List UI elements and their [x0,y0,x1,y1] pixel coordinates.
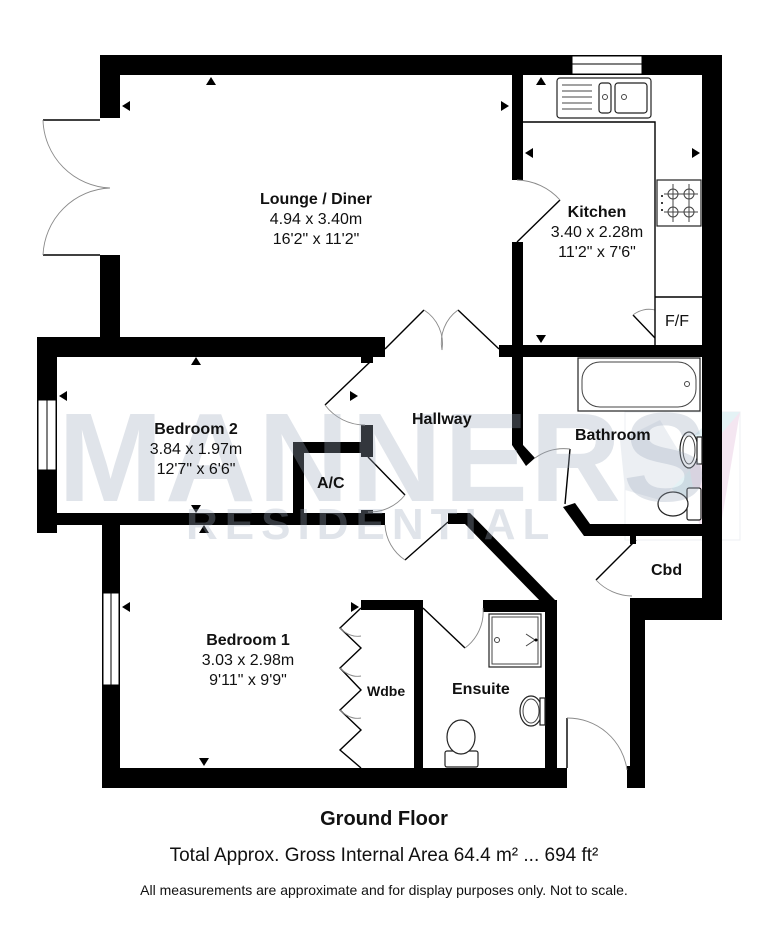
room-metric: 3.03 x 2.98m [201,652,295,669]
room-imperial: 16'2" x 11'2" [272,231,360,248]
disclaimer: All measurements are approximate and for… [140,882,628,898]
walls [37,55,722,788]
room-imperial: 9'11" x 9'9" [209,672,287,689]
shower-icon [488,613,542,668]
fridge-freezer-label: F/F [665,313,689,330]
ensuite-basin-icon [519,695,546,727]
bathroom-toilet-icon [657,487,702,521]
room-ensuite: Ensuite [452,681,510,698]
room-metric: 3.40 x 2.28m [550,224,644,241]
room-imperial: 12'7" x 6'6" [156,461,236,478]
floor-title: Ground Floor [320,808,448,830]
room-cbd: Cbd [651,562,683,579]
room-name: Kitchen [567,204,627,221]
wardrobe-label: Wdbe [367,683,406,699]
bathtub-icon [577,357,701,412]
doors [42,119,656,771]
room-hallway: Hallway [412,411,472,428]
floorplan [37,55,741,788]
bathroom-basin-icon [679,431,703,469]
hob-icon [656,179,702,227]
room-imperial: 11'2" x 7'6" [558,244,636,261]
kitchen-counter [523,121,702,345]
room-name: Lounge / Diner [260,191,372,208]
room-name: Bedroom 1 [206,632,290,649]
room-bedroom2: Bedroom 2 3.84 x 1.97m 12'7" x 6'6" [126,420,266,480]
room-ac: A/C [317,475,345,492]
room-bedroom1: Bedroom 1 3.03 x 2.98m 9'11" x 9'9" [178,631,318,691]
sink-icon [556,77,652,119]
dimension-arrows [59,77,700,766]
room-lounge: Lounge / Diner 4.94 x 3.40m 16'2" x 11'2… [216,190,416,250]
ensuite-toilet-icon [444,719,479,768]
windows [37,55,643,686]
room-name: Bedroom 2 [154,421,238,438]
room-metric: 3.84 x 1.97m [149,441,243,458]
room-metric: 4.94 x 3.40m [269,211,363,228]
gross-area: Total Approx. Gross Internal Area 64.4 m… [169,845,599,866]
room-kitchen: Kitchen 3.40 x 2.28m 11'2" x 7'6" [527,203,667,263]
room-bathroom: Bathroom [575,427,651,444]
